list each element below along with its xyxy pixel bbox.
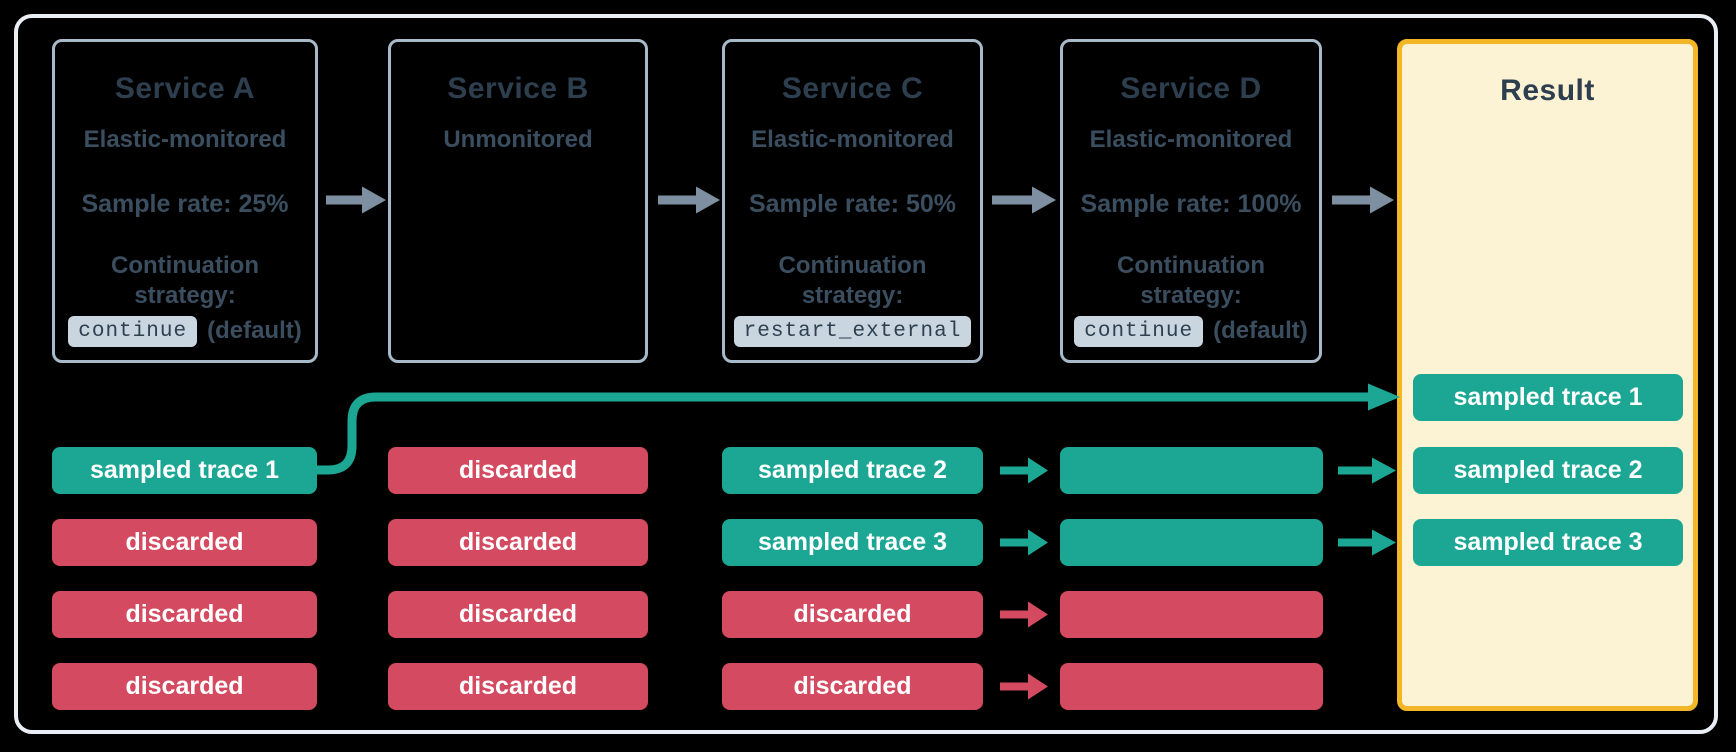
- service-c-continuation-label: Continuation: [778, 252, 927, 279]
- service-d-strategy-label: strategy:: [1140, 282, 1242, 309]
- service-a-continuation-label: Continuation: [111, 252, 259, 279]
- service-a-strategy-value: continue (default): [55, 314, 315, 348]
- service-b-monitoring: Unmonitored: [443, 126, 593, 153]
- trace-pill-d-sampled-blank-1: [1060, 447, 1323, 494]
- service-d-sample-rate: Sample rate: 100%: [1080, 190, 1302, 218]
- trace-pill-c-discarded-1: discarded: [722, 591, 983, 638]
- trace-pill-b-discarded-2: discarded: [388, 519, 648, 566]
- trace-pill-a-sampled-trace-1: sampled trace 1: [52, 447, 317, 494]
- result-pill-sampled-trace-3: sampled trace 3: [1413, 519, 1683, 566]
- result-pill-sampled-trace-2: sampled trace 2: [1413, 447, 1683, 494]
- diagram-outer-frame: [14, 14, 1718, 734]
- service-a-strategy-label: strategy:: [134, 282, 236, 309]
- service-a-box: Service A Elastic-monitored Sample rate:…: [52, 39, 318, 363]
- service-d-title: Service D: [1120, 72, 1262, 105]
- trace-pill-a-discarded-1: discarded: [52, 519, 317, 566]
- trace-pill-c-sampled-trace-2: sampled trace 2: [722, 447, 983, 494]
- service-c-monitoring: Elastic-monitored: [751, 126, 954, 153]
- trace-pill-b-discarded-4: discarded: [388, 663, 648, 710]
- trace-pill-d-discarded-blank-2: [1060, 663, 1323, 710]
- service-a-monitoring: Elastic-monitored: [83, 126, 287, 153]
- service-d-monitoring: Elastic-monitored: [1089, 126, 1293, 153]
- service-c-sample-rate: Sample rate: 50%: [748, 190, 957, 218]
- service-c-strategy-value: restart_external: [725, 314, 980, 348]
- result-title: Result: [1500, 74, 1595, 107]
- service-d-strategy-code: continue: [1074, 315, 1204, 347]
- service-c-strategy-label: strategy:: [801, 282, 904, 309]
- service-d-strategy-note: (default): [1213, 317, 1308, 344]
- service-c-box: Service C Elastic-monitored Sample rate:…: [722, 39, 983, 363]
- trace-pill-d-sampled-blank-2: [1060, 519, 1323, 566]
- service-b-box: Service B Unmonitored: [388, 39, 648, 363]
- trace-pill-a-discarded-3: discarded: [52, 663, 317, 710]
- service-d-continuation-label: Continuation: [1117, 252, 1265, 279]
- service-a-sample-rate: Sample rate: 25%: [81, 190, 289, 218]
- service-a-strategy-note: (default): [207, 317, 302, 344]
- service-d-strategy-value: continue (default): [1063, 314, 1319, 348]
- trace-pill-b-discarded-3: discarded: [388, 591, 648, 638]
- trace-pill-c-discarded-2: discarded: [722, 663, 983, 710]
- service-a-title: Service A: [114, 72, 256, 105]
- trace-pill-c-sampled-trace-3: sampled trace 3: [722, 519, 983, 566]
- service-c-title: Service C: [781, 72, 924, 105]
- trace-pill-d-discarded-blank-1: [1060, 591, 1323, 638]
- service-c-strategy-code: restart_external: [733, 315, 972, 347]
- service-d-box: Service D Elastic-monitored Sample rate:…: [1060, 39, 1322, 363]
- trace-pill-a-discarded-2: discarded: [52, 591, 317, 638]
- trace-pill-b-discarded-1: discarded: [388, 447, 648, 494]
- service-b-title: Service B: [447, 72, 589, 105]
- result-pill-sampled-trace-1: sampled trace 1: [1413, 374, 1683, 421]
- service-a-strategy-code: continue: [68, 315, 198, 347]
